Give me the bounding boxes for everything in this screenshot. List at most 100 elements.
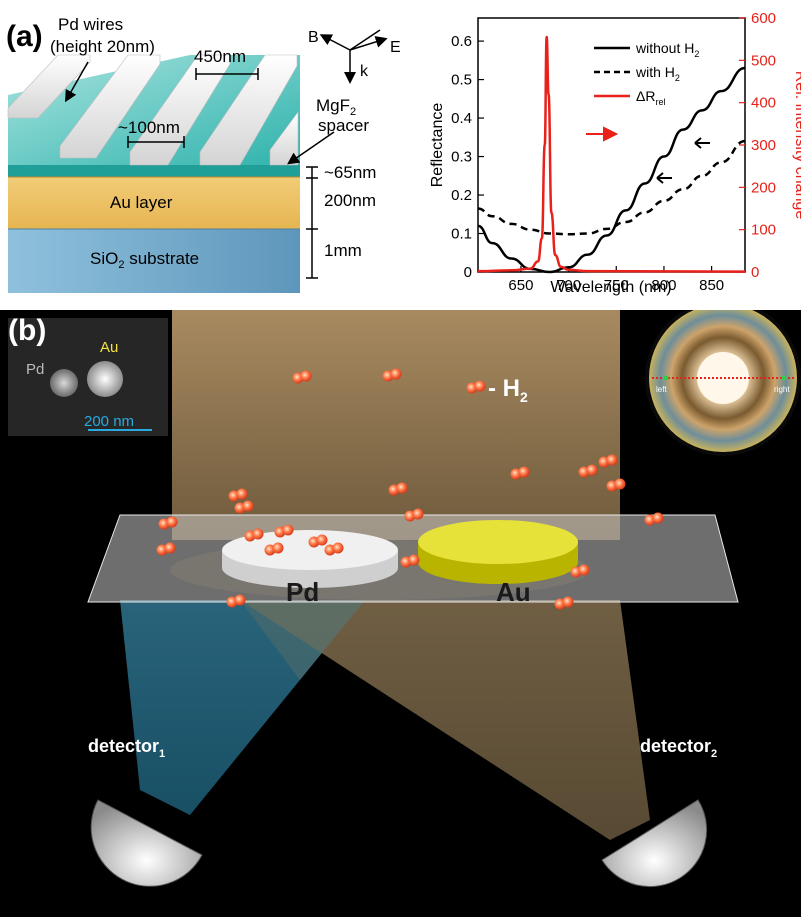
y2-tick-label: 500 — [751, 52, 776, 69]
pd-disk-label: Pd — [286, 577, 319, 607]
y2-tick-label: 200 — [751, 179, 776, 196]
profile-right-label: right — [774, 385, 790, 394]
x-tick-label: 750 — [604, 277, 629, 294]
legend: without H2 with H2 ΔRrel — [594, 40, 699, 107]
series-lines — [477, 35, 746, 274]
au-thickness: 200nm — [324, 191, 376, 210]
mgf2-spacer-layer — [8, 165, 300, 177]
h2-molecule — [554, 596, 574, 610]
h2-molecule — [226, 594, 246, 608]
substrate-label: SiO2 substrate — [90, 249, 199, 271]
sio2-substrate — [8, 229, 300, 293]
series-line-2 — [477, 35, 746, 273]
au-disk-label: Au — [496, 577, 531, 607]
h2-molecule — [644, 512, 664, 526]
y2-tick-label: 600 — [751, 10, 776, 27]
h2-molecule — [388, 482, 408, 496]
h2-molecule — [308, 534, 328, 548]
axis-k-label: k — [360, 63, 369, 80]
h2-molecule — [400, 554, 420, 568]
h2-molecule — [228, 488, 248, 502]
pd-wires — [7, 54, 299, 166]
y-tick-label: 0.3 — [451, 149, 472, 166]
h2-molecule — [274, 524, 294, 538]
y2-axis-label: Rel. intensity change — [792, 71, 801, 220]
y2-tick-label: 0 — [751, 264, 759, 281]
y2-tick-label: 100 — [751, 222, 776, 239]
y-tick-label: 0.4 — [451, 110, 472, 127]
profile-left-label: left — [656, 385, 667, 394]
h2-molecule — [466, 380, 486, 394]
spacer-thickness: ~65nm — [324, 163, 376, 182]
x-axis-label: Wavelength (nm) — [550, 279, 671, 296]
scale-bar-label: 200 nm — [84, 413, 134, 430]
panel-b-label: (b) — [8, 314, 46, 347]
series-line-1 — [477, 139, 746, 236]
y2-ticks: 0 100 200 300 400 500 600 — [739, 10, 776, 281]
detector-2-label: detector2 — [640, 736, 717, 760]
x-tick-label: 850 — [699, 277, 724, 294]
h2-molecule — [292, 370, 312, 384]
h2-molecule — [578, 464, 598, 478]
y2-tick-label: 400 — [751, 95, 776, 112]
detector-1-label: detector1 — [88, 736, 165, 760]
h2-molecule — [382, 368, 402, 382]
detector-1 — [90, 799, 203, 887]
y2-tick-label: 300 — [751, 137, 776, 154]
y-tick-label: 0.2 — [451, 187, 472, 204]
h2-molecule — [244, 528, 264, 542]
substrate-thickness: 1mm — [324, 241, 362, 260]
y-axis-label: Reflectance — [429, 103, 446, 188]
h2-molecule — [598, 454, 618, 468]
panel-a-graphic: (a) Pd wires (height 20nm) 450nm ~100nm … — [6, 10, 801, 296]
legend-label-delta-r: ΔRrel — [636, 88, 665, 107]
h2-molecule — [234, 500, 254, 514]
h2-molecule — [510, 466, 530, 480]
cone-overlap — [240, 600, 365, 680]
x-tick-label: 700 — [556, 277, 581, 294]
y-tick-label: 0 — [464, 264, 472, 281]
h2-molecule — [158, 516, 178, 530]
pd-wire — [199, 54, 298, 166]
h2-molecule — [570, 564, 590, 578]
y-tick-label: 0.1 — [451, 226, 472, 243]
h2-molecule — [264, 542, 284, 556]
au-layer — [8, 177, 300, 229]
pd-wire — [129, 54, 231, 166]
pd-wires-label: Pd wires — [58, 15, 123, 34]
spacer-label: MgF2 — [316, 96, 356, 118]
y-ticks: 00.10.20.30.40.50.6 — [451, 33, 484, 281]
h2-molecule — [324, 542, 344, 556]
h2-molecules — [156, 368, 664, 610]
axis-e-label: E — [390, 39, 401, 56]
scattering-pattern: left right — [645, 310, 801, 456]
h2-molecule — [404, 508, 424, 522]
h2-legend-label: - H2 — [488, 375, 528, 405]
axis-indicator-arrows — [586, 126, 710, 184]
legend-label-without-h2: without H2 — [635, 40, 699, 59]
panel-a: (a) Pd wires (height 20nm) 450nm ~100nm … — [0, 0, 801, 300]
red-right-arrow — [586, 126, 619, 142]
legend-label-with-h2: with H2 — [635, 64, 680, 83]
scattered-beam-right — [240, 600, 650, 840]
h2-molecule — [156, 542, 176, 556]
axis-b-label: B — [308, 29, 319, 46]
pd-height-label: (height 20nm) — [50, 37, 155, 56]
inset-pd-particle — [50, 369, 78, 397]
annotation-lines — [65, 29, 388, 279]
gap-label: ~100nm — [118, 118, 180, 137]
panel-b-graphic: Pd Au - H2 detector1 detector2 Pd Au 200… — [8, 310, 801, 888]
panel-b: Pd Au - H2 detector1 detector2 Pd Au 200… — [0, 310, 801, 917]
panel-a-label: (a) — [6, 20, 43, 53]
sem-inset: Pd Au 200 nm (b) — [8, 314, 168, 436]
period-label: 450nm — [194, 47, 246, 66]
pd-wire — [269, 111, 299, 166]
series-line-0 — [477, 66, 746, 274]
black-left-arrow-upper — [694, 137, 710, 149]
au-disk — [418, 520, 578, 584]
black-left-arrow-lower — [656, 172, 672, 184]
detector-2 — [601, 799, 708, 888]
inset-au-label: Au — [100, 339, 118, 356]
